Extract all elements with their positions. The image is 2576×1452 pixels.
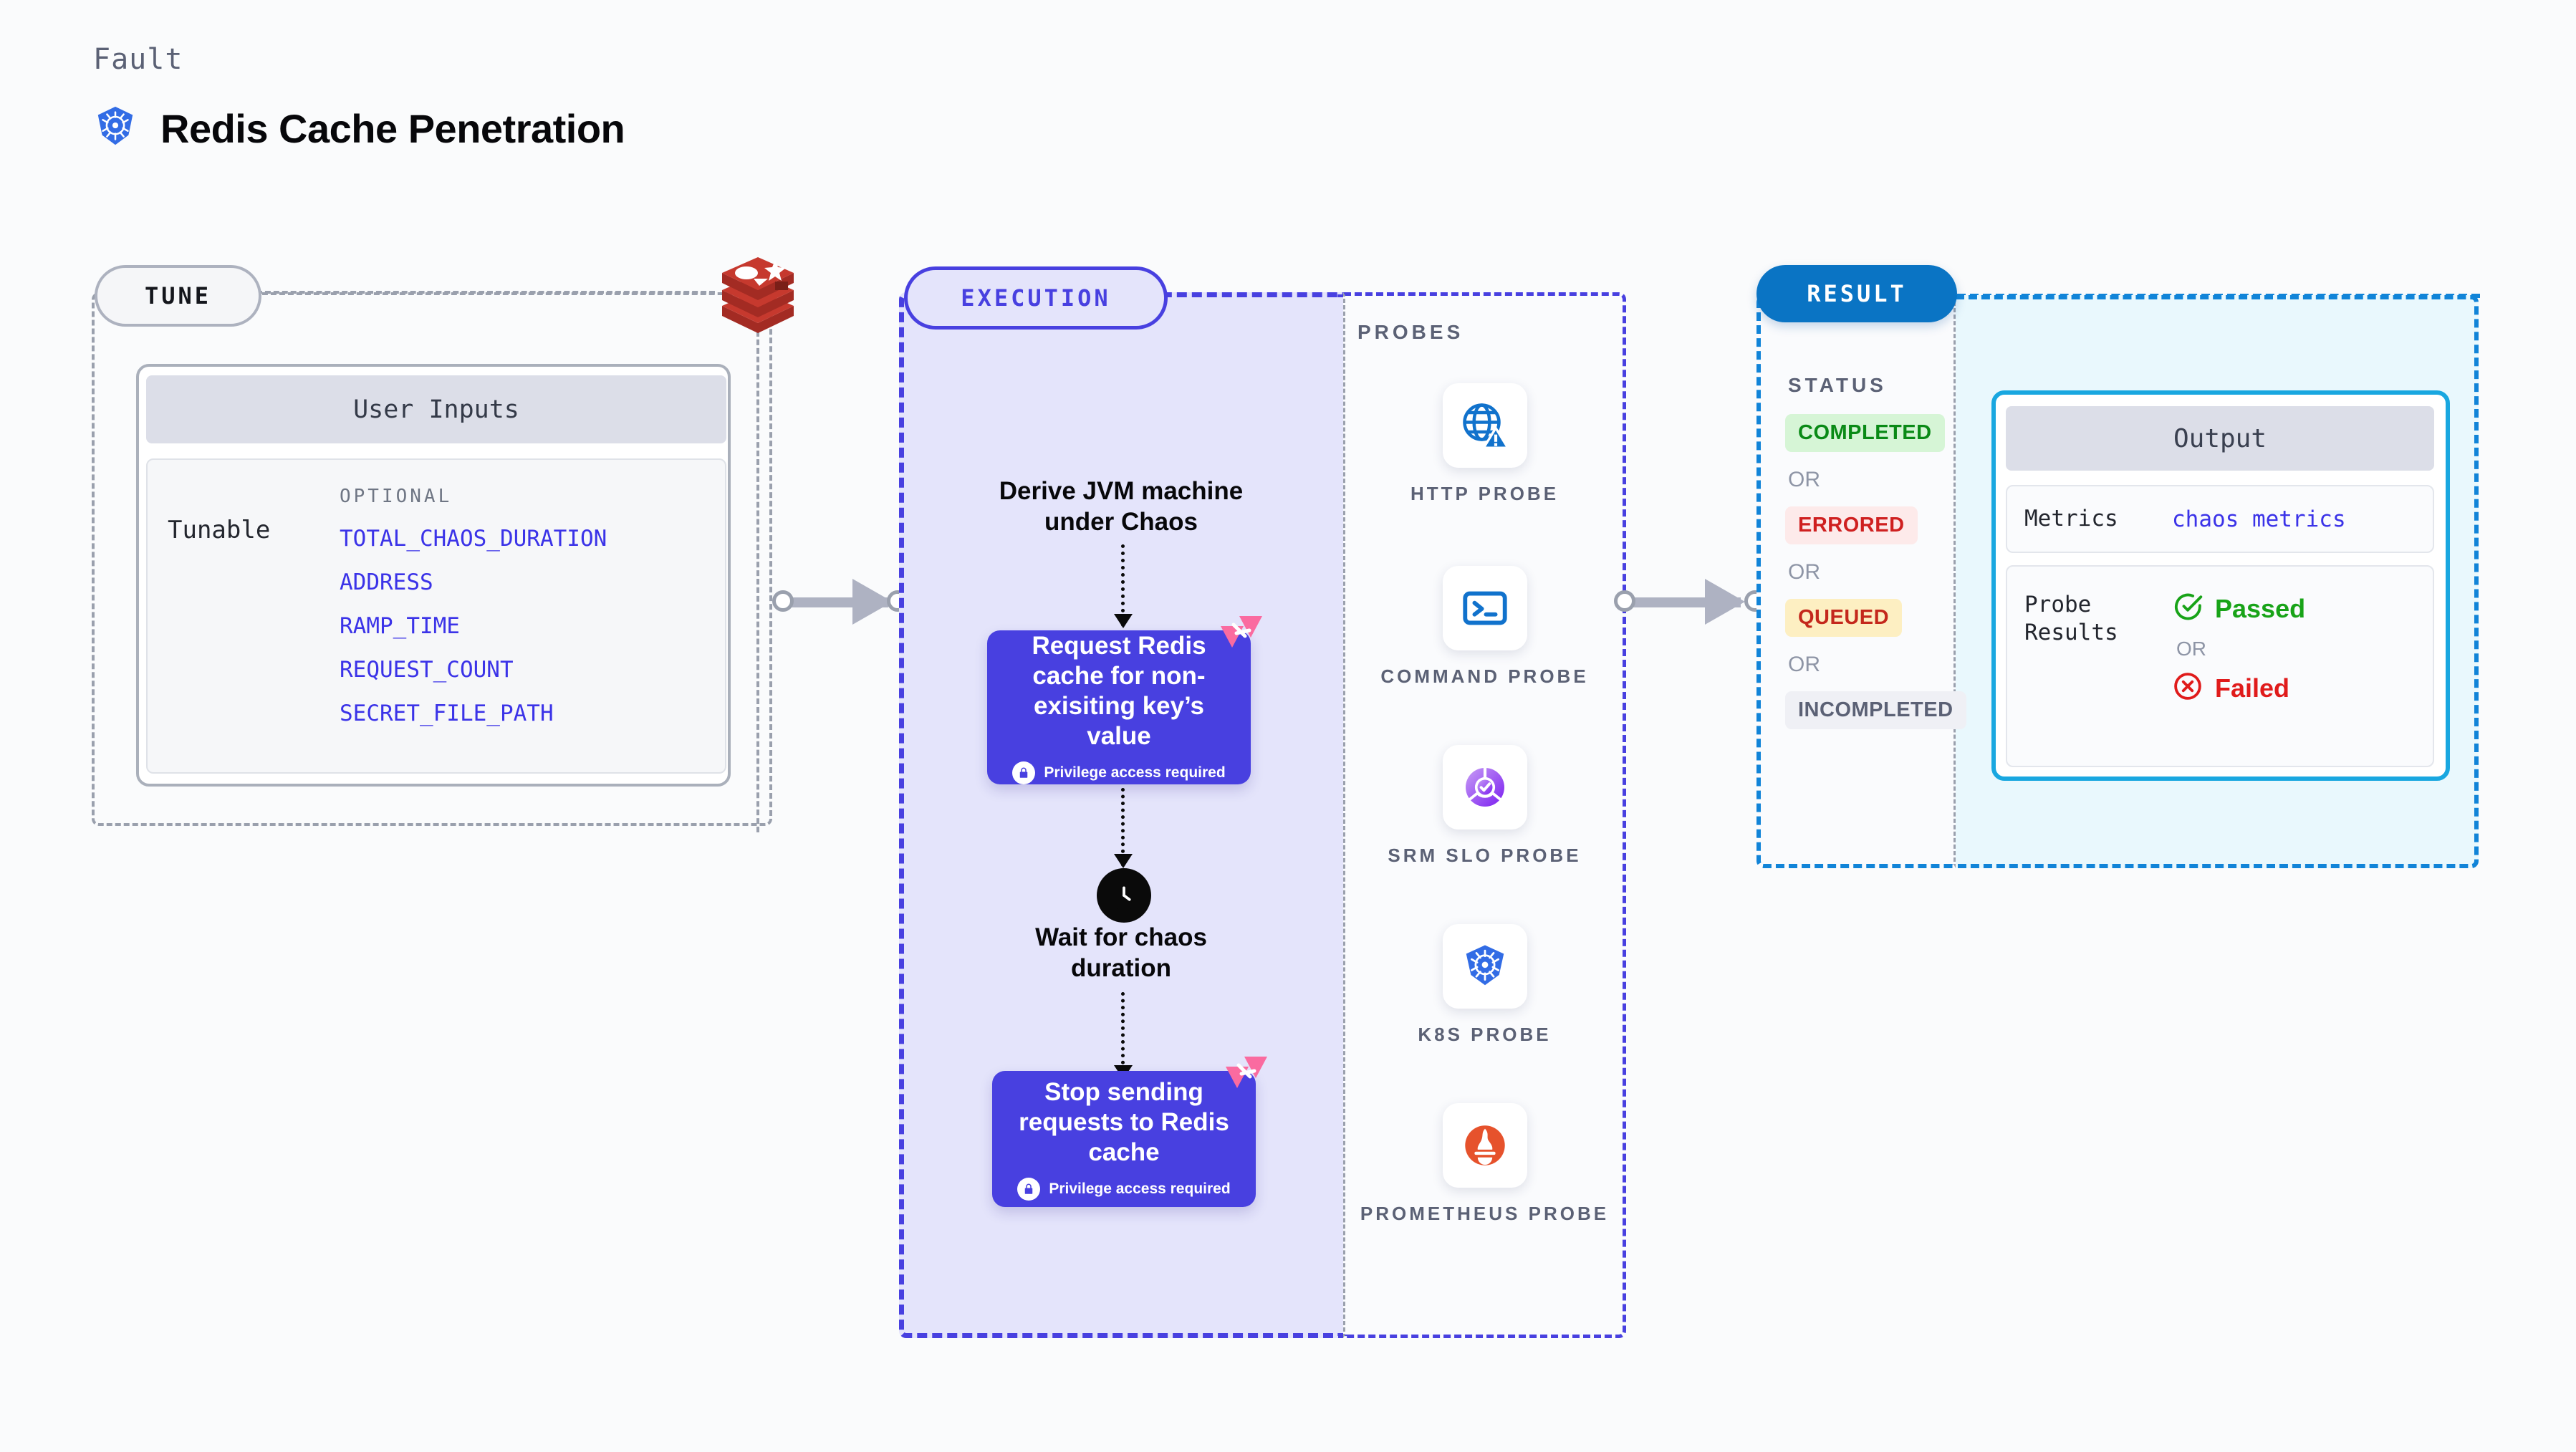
check-circle-icon xyxy=(2172,591,2203,626)
probe-result-failed: Failed xyxy=(2172,670,2305,706)
or-label: OR xyxy=(2176,638,2206,660)
privilege-note-1: Privilege access required xyxy=(1012,761,1226,784)
privilege-note-1-text: Privilege access required xyxy=(1044,764,1226,781)
lock-icon xyxy=(1017,1178,1041,1201)
kubernetes-icon xyxy=(1442,924,1527,1009)
execution-step-1: Derive JVM machine under Chaos xyxy=(999,477,1244,536)
probe-command[interactable]: COMMAND PROBE xyxy=(1343,566,1626,689)
passed-label: Passed xyxy=(2215,593,2306,623)
page-header: Fault Redi xyxy=(93,43,625,153)
probe-srm-slo-label: SRM SLO PROBE xyxy=(1388,845,1582,866)
tunable-label: Tunable xyxy=(168,516,271,544)
execution-action-box-2[interactable]: Stop sending requests to Redis cache Pri… xyxy=(992,1057,1267,1207)
probe-results-key: Probe Results xyxy=(2024,592,2118,645)
execution-box-2-title: Stop sending requests to Redis cache xyxy=(1019,1078,1229,1166)
or-label: OR xyxy=(1788,560,1820,584)
title-row: Redis Cache Penetration xyxy=(93,105,625,153)
prometheus-icon xyxy=(1442,1103,1527,1188)
kubernetes-icon xyxy=(93,105,138,153)
flow-arrow-2 xyxy=(1114,788,1133,868)
flow-arrow-3 xyxy=(1114,992,1133,1080)
execution-action-box-1[interactable]: Request Redis cache for non-exisiting ke… xyxy=(987,616,1262,784)
flow-arrow-1 xyxy=(1114,544,1133,628)
output-title: Output xyxy=(2006,406,2434,471)
user-inputs-card: User Inputs OPTIONAL Tunable TOTAL_CHAOS… xyxy=(136,364,731,787)
tunable-item[interactable]: REQUEST_COUNT xyxy=(340,657,514,683)
redis-logo xyxy=(716,254,799,333)
clock-icon xyxy=(1097,868,1151,923)
status-badge-incompleted: INCOMPLETED xyxy=(1785,691,1966,729)
tunable-item[interactable]: SECRET_FILE_PATH xyxy=(340,701,554,726)
probe-results-values: Passed OR Failed xyxy=(2172,591,2305,766)
litmus-badge-icon xyxy=(1218,615,1264,653)
status-title: STATUS xyxy=(1788,374,1887,396)
probe-k8s[interactable]: K8S PROBE xyxy=(1343,924,1626,1047)
probes-title: PROBES xyxy=(1357,321,1464,343)
status-list: COMPLETED OR ERRORED OR QUEUED OR INCOMP… xyxy=(1785,414,1966,729)
tunable-item[interactable]: TOTAL_CHAOS_DURATION xyxy=(340,526,607,552)
or-label: OR xyxy=(1788,468,1820,491)
metrics-value[interactable]: chaos metrics xyxy=(2172,506,2346,532)
tunable-item[interactable]: RAMP_TIME xyxy=(340,613,460,639)
probe-prometheus-label: PROMETHEUS PROBE xyxy=(1360,1203,1610,1224)
privilege-note-2: Privilege access required xyxy=(1017,1178,1231,1201)
terminal-icon xyxy=(1442,566,1527,650)
user-inputs-title: User Inputs xyxy=(146,375,726,443)
redis-connector-line xyxy=(756,331,759,832)
status-badge-errored: ERRORED xyxy=(1785,506,1918,544)
result-badge[interactable]: RESULT xyxy=(1756,265,1957,322)
failed-label: Failed xyxy=(2215,673,2290,703)
status-panel xyxy=(1756,295,1956,868)
tunable-list: TOTAL_CHAOS_DURATION ADDRESS RAMP_TIME R… xyxy=(340,526,607,744)
tunable-item[interactable]: ADDRESS xyxy=(340,569,433,595)
probe-k8s-label: K8S PROBE xyxy=(1418,1024,1552,1045)
probe-http[interactable]: HTTP PROBE xyxy=(1343,383,1626,506)
execution-wait-label: Wait for chaos duration xyxy=(1035,923,1207,982)
status-badge-queued: QUEUED xyxy=(1785,599,1903,637)
probe-result-passed: Passed xyxy=(2172,591,2305,626)
x-circle-icon xyxy=(2172,670,2203,706)
tune-panel xyxy=(92,292,772,826)
probe-srm-slo[interactable]: SRM SLO PROBE xyxy=(1343,745,1626,868)
probe-results-row: Probe Results Passed OR xyxy=(2006,565,2434,767)
page-title: Redis Cache Penetration xyxy=(160,106,625,151)
optional-label: OPTIONAL xyxy=(340,486,453,507)
tunable-box: OPTIONAL Tunable TOTAL_CHAOS_DURATION AD… xyxy=(146,458,726,774)
status-badge-completed: COMPLETED xyxy=(1785,414,1945,452)
execution-badge[interactable]: EXECUTION xyxy=(904,266,1168,330)
metrics-row: Metrics chaos metrics xyxy=(2006,485,2434,553)
privilege-note-2-text: Privilege access required xyxy=(1049,1181,1231,1197)
output-card: Output Metrics chaos metrics Probe Resul… xyxy=(1991,390,2450,781)
metrics-key: Metrics xyxy=(2024,506,2118,532)
execution-box-1-title: Request Redis cache for non-exisiting ke… xyxy=(1032,631,1206,750)
tune-badge[interactable]: TUNE xyxy=(95,265,261,327)
probe-http-label: HTTP PROBE xyxy=(1410,483,1559,504)
connector-execution-to-result xyxy=(1608,579,1773,625)
lock-icon xyxy=(1012,761,1036,784)
probe-command-label: COMMAND PROBE xyxy=(1380,665,1589,687)
litmus-badge-icon xyxy=(1223,1055,1269,1094)
or-label: OR xyxy=(1788,653,1820,676)
probe-prometheus[interactable]: PROMETHEUS PROBE xyxy=(1343,1103,1626,1226)
connector-tune-to-execution xyxy=(766,579,917,625)
slo-donut-check-icon xyxy=(1442,745,1527,830)
globe-warning-icon xyxy=(1442,383,1527,468)
fault-kicker: Fault xyxy=(93,43,183,76)
